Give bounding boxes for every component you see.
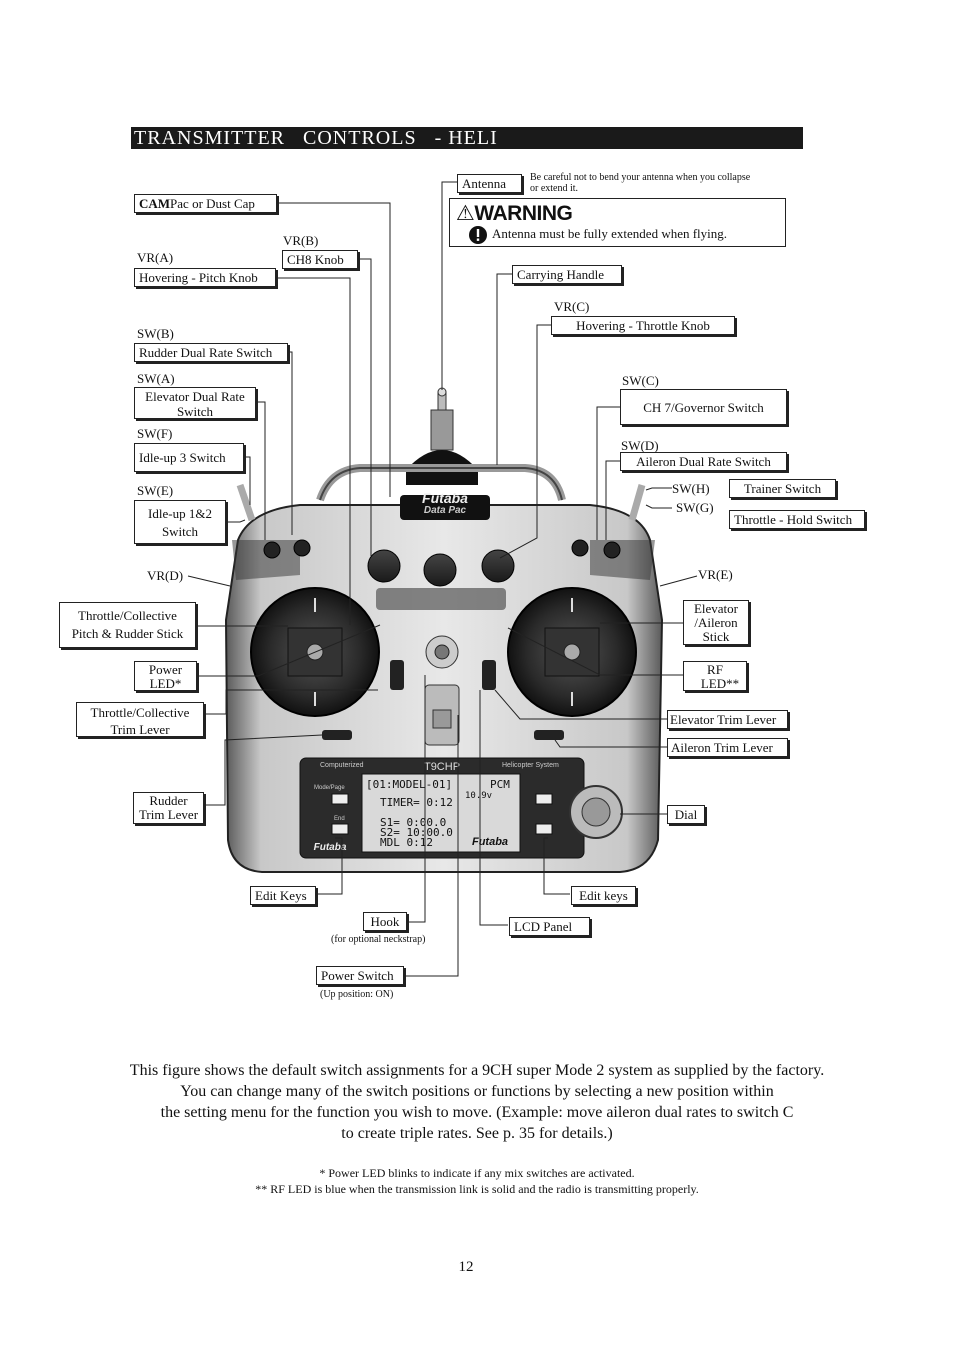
label-power-switch: Power Switch [316, 966, 404, 985]
tag-vr-b: VR(B) [283, 233, 319, 248]
footnote-rf-led: ** RF LED is blue when the transmission … [255, 1182, 699, 1196]
label-edit-keys-right: Edit keys [571, 886, 636, 905]
lcd-timer: TIMER= 0:12 [380, 796, 453, 809]
system-text: Helicopter System [502, 762, 559, 769]
label-ch8-knob: CH8 Knob [282, 250, 358, 269]
tag-sw-d: SW(D) [621, 438, 659, 453]
warning-triangle-icon: ⚠ [456, 202, 475, 225]
lcd-s2: S2= 10:00.0 [380, 826, 453, 839]
warning-title: ⚠WARNING [456, 202, 573, 225]
label-hook: Hook [363, 912, 407, 931]
power-switch-note: (Up position: ON) [320, 989, 394, 1000]
exclamation-icon [469, 226, 487, 244]
tag-vr-c: VR(C) [554, 299, 590, 314]
key-end-text: End [334, 816, 345, 822]
lcd-line1: [01:MODEL-01] [366, 778, 452, 791]
lcd-volt: 10.9v [465, 791, 492, 801]
label-rudder-dr: Rudder Dual Rate Switch [134, 343, 288, 362]
tag-sw-g: SW(G) [676, 500, 714, 515]
warning-text: Antenna must be fully extended when flyi… [492, 226, 728, 241]
key-mode-text: Mode/Page [314, 785, 345, 791]
label-elevator-trim: Elevator Trim Lever [667, 710, 788, 729]
tag-vr-e: VR(E) [698, 567, 733, 582]
label-trainer: Trainer Switch [729, 479, 836, 498]
antenna-note: Be careful not to bend your antenna when… [530, 172, 751, 194]
datapac-text: Data Pac [424, 505, 467, 516]
tag-sw-c: SW(C) [622, 373, 659, 388]
label-hovering-throttle: Hovering - Throttle Knob [551, 316, 735, 335]
footnotes: * Power LED blinks to indicate if any mi… [60, 1165, 894, 1197]
tag-vr-d: VR(D) [147, 568, 184, 583]
tag-sw-f: SW(F) [137, 426, 173, 441]
label-dial: Dial [667, 805, 705, 824]
model-text: T9CHP [424, 761, 460, 773]
label-edit-keys-left: Edit Keys [250, 886, 316, 905]
lcd-mdl: MDL 0:12 [380, 836, 433, 849]
tag-sw-e: SW(E) [137, 483, 174, 498]
label-lcd-panel: LCD Panel [509, 917, 590, 936]
label-ch7-governor: CH 7/Governor Switch [620, 389, 787, 425]
hook-note: (for optional neckstrap) [331, 934, 426, 945]
tag-sw-a: SW(A) [137, 371, 175, 386]
label-campac: CAMPac or Dust Cap [134, 194, 277, 213]
label-antenna: Antenna [457, 174, 522, 193]
lcd-brand: Futaba [472, 836, 508, 848]
label-aileron-dr: Aileron Dual Rate Switch [620, 452, 787, 471]
section-title: TRANSMITTER CONTROLS - HELI [131, 127, 803, 149]
computerized-text: Computerized [320, 762, 364, 769]
brand-bottom-text: Futaba [314, 842, 347, 853]
warning-box: ⚠WARNING Antenna must be fully extended … [449, 198, 786, 247]
label-aileron-trim: Aileron Trim Lever [667, 738, 788, 757]
brand-top-text: Futaba [422, 490, 468, 506]
footnote-power-led: * Power LED blinks to indicate if any mi… [319, 1166, 635, 1180]
label-carrying-handle: Carrying Handle [512, 265, 622, 284]
body-paragraph: This figure shows the default switch ass… [129, 1062, 825, 1142]
label-throttle-hold: Throttle - Hold Switch [729, 510, 865, 529]
tag-sw-h: SW(H) [672, 481, 710, 496]
tag-vr-a: VR(A) [137, 250, 174, 265]
lcd-s1: S1= 0:00.0 [380, 816, 446, 829]
label-hovering-pitch: Hovering - Pitch Knob [134, 268, 276, 287]
label-idle3: Idle-up 3 Switch [134, 443, 244, 472]
tag-sw-b: SW(B) [137, 326, 174, 341]
lcd-mode: PCM [490, 778, 510, 791]
page-number: 12 [458, 1259, 474, 1275]
